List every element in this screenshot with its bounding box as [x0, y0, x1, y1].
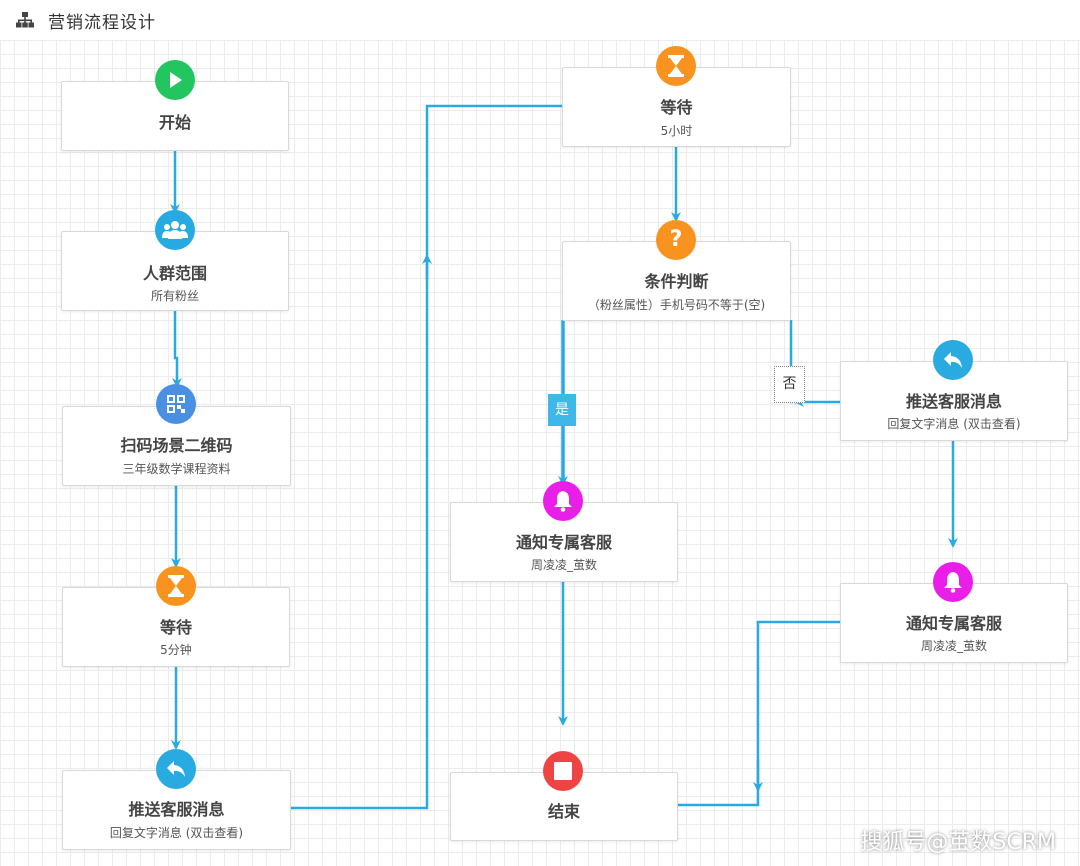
edge-label-no: 否 — [774, 366, 805, 403]
node-title: 通知专属客服 — [515, 533, 612, 552]
reply-icon — [156, 749, 196, 789]
page-title: 营销流程设计 — [48, 13, 156, 33]
question-icon: ? — [656, 220, 696, 260]
edge-notify2-end — [678, 620, 840, 807]
edge-push1-wait2 — [290, 104, 562, 810]
watermark: 搜狐号@茧数SCRM — [860, 830, 1056, 855]
node-subtitle: 5小时 — [660, 124, 693, 138]
node-title: 条件判断 — [644, 272, 709, 291]
org-chart-icon — [15, 11, 35, 29]
hourglass-icon — [156, 566, 196, 606]
node-subtitle: 周凌凌_茧数 — [530, 558, 597, 572]
node-title: 等待 — [660, 98, 693, 117]
node-subtitle: 回复文字消息 (双击查看) — [109, 826, 244, 840]
node-title: 推送客服消息 — [905, 392, 1002, 411]
app-header: 营销流程设计 — [0, 0, 1080, 40]
node-subtitle: 5分钟 — [160, 643, 192, 657]
qr-code-icon — [156, 384, 196, 424]
node-subtitle: 三年级数学课程资料 — [122, 462, 231, 476]
node-title: 扫码场景二维码 — [120, 436, 233, 455]
node-title: 人群范围 — [142, 264, 207, 283]
edge-crowd-qr — [172, 310, 182, 388]
play-icon — [155, 60, 195, 100]
hourglass-icon — [656, 46, 696, 86]
bell-icon — [543, 481, 583, 521]
node-title: 开始 — [158, 113, 191, 132]
node-title: 推送客服消息 — [128, 800, 225, 819]
reply-icon — [933, 340, 973, 380]
bell-icon — [933, 562, 973, 602]
users-icon — [155, 210, 195, 250]
node-subtitle: （粉丝属性）手机号码不等于(空) — [587, 298, 766, 312]
node-title: 通知专属客服 — [905, 614, 1002, 633]
node-subtitle: 周凌凌_茧数 — [920, 639, 987, 653]
node-subtitle: 所有粉丝 — [150, 289, 199, 303]
crowd-node[interactable]: 人群范围 所有粉丝 — [61, 231, 289, 311]
node-title: 结束 — [547, 802, 580, 821]
stop-icon — [543, 751, 583, 791]
node-title: 等待 — [159, 618, 192, 637]
node-subtitle: 回复文字消息 (双击查看) — [887, 417, 1021, 431]
edge-label-yes: 是 — [548, 394, 576, 426]
